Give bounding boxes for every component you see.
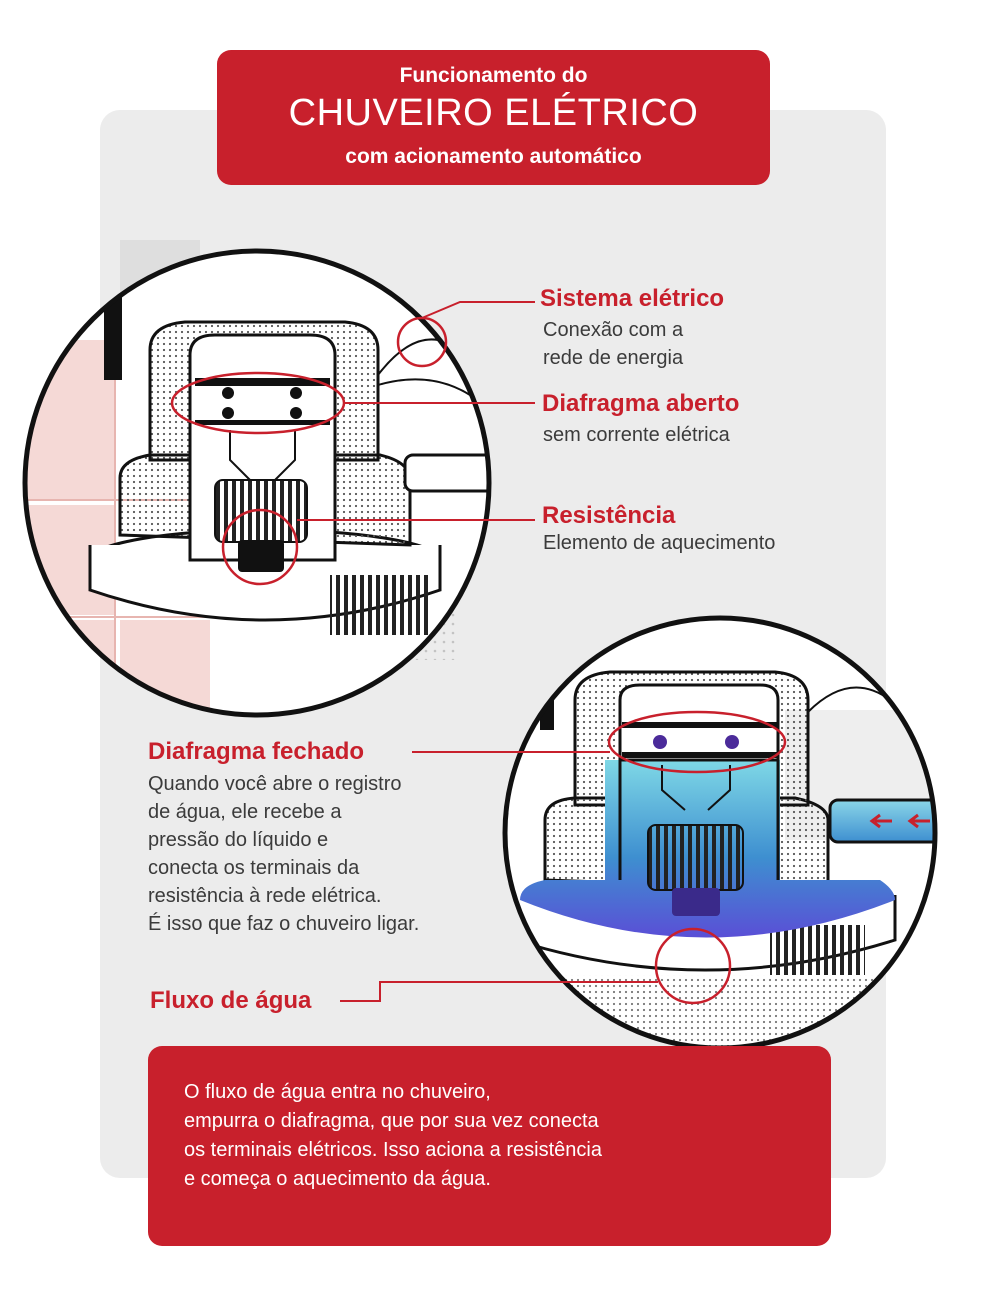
desc-diafragma-fechado: Quando você abre o registro de água, ele… <box>148 770 419 938</box>
desc-line: de água, ele recebe a <box>148 801 342 823</box>
page-title: CHUVEIRO ELÉTRICO <box>288 92 699 134</box>
leader-sistema <box>421 301 535 319</box>
zoom-circle-1 <box>22 248 492 718</box>
desc-sistema-eletrico: Conexão com a rede de energia <box>543 316 683 372</box>
desc-line: É isso que faz o chuveiro ligar. <box>148 913 420 935</box>
desc-line: conecta os terminais da <box>148 857 360 879</box>
leader-fluxo <box>340 981 658 1002</box>
desc-line: resistência à rede elétrica. <box>148 885 382 907</box>
highlight-resistance <box>221 508 299 586</box>
label-diafragma-fechado: Diafragma fechado <box>148 738 365 765</box>
desc-line: Conexão com a <box>543 319 684 341</box>
desc-diafragma-aberto: sem corrente elétrica <box>543 421 730 449</box>
highlight-water-flow <box>654 927 732 1005</box>
summary-box: O fluxo de água entra no chuveiro, empur… <box>148 1046 831 1246</box>
summary-line: O fluxo de água entra no chuveiro, <box>184 1081 491 1103</box>
closed-diaphragm-view <box>505 618 935 1048</box>
desc-resistencia: Elemento de aquecimento <box>543 529 775 557</box>
summary-line: e começa o aquecimento da água. <box>184 1168 491 1190</box>
summary-line: empurra o diafragma, que por sua vez con… <box>184 1110 599 1132</box>
label-fluxo-de-agua: Fluxo de água <box>150 987 312 1014</box>
desc-line: pressão do líquido e <box>148 829 329 851</box>
summary-line: os terminais elétricos. Isso aciona a re… <box>184 1139 602 1161</box>
label-resistencia: Resistência <box>542 502 676 529</box>
desc-line: Quando você abre o registro <box>148 773 402 795</box>
title-box: Funcionamento do CHUVEIRO ELÉTRICO com a… <box>217 50 770 185</box>
summary-text: O fluxo de água entra no chuveiro, empur… <box>184 1078 804 1194</box>
title-line-1: Funcionamento do <box>399 64 588 87</box>
title-line-3: com acionamento automático <box>345 145 642 168</box>
desc-line: Elemento de aquecimento <box>543 532 776 554</box>
desc-line: sem corrente elétrica <box>543 424 730 446</box>
label-diafragma-aberto: Diafragma aberto <box>542 390 740 417</box>
highlight-diaphragm-closed <box>607 710 787 774</box>
label-sistema-eletrico: Sistema elétrico <box>540 285 725 312</box>
desc-line: rede de energia <box>543 347 684 369</box>
